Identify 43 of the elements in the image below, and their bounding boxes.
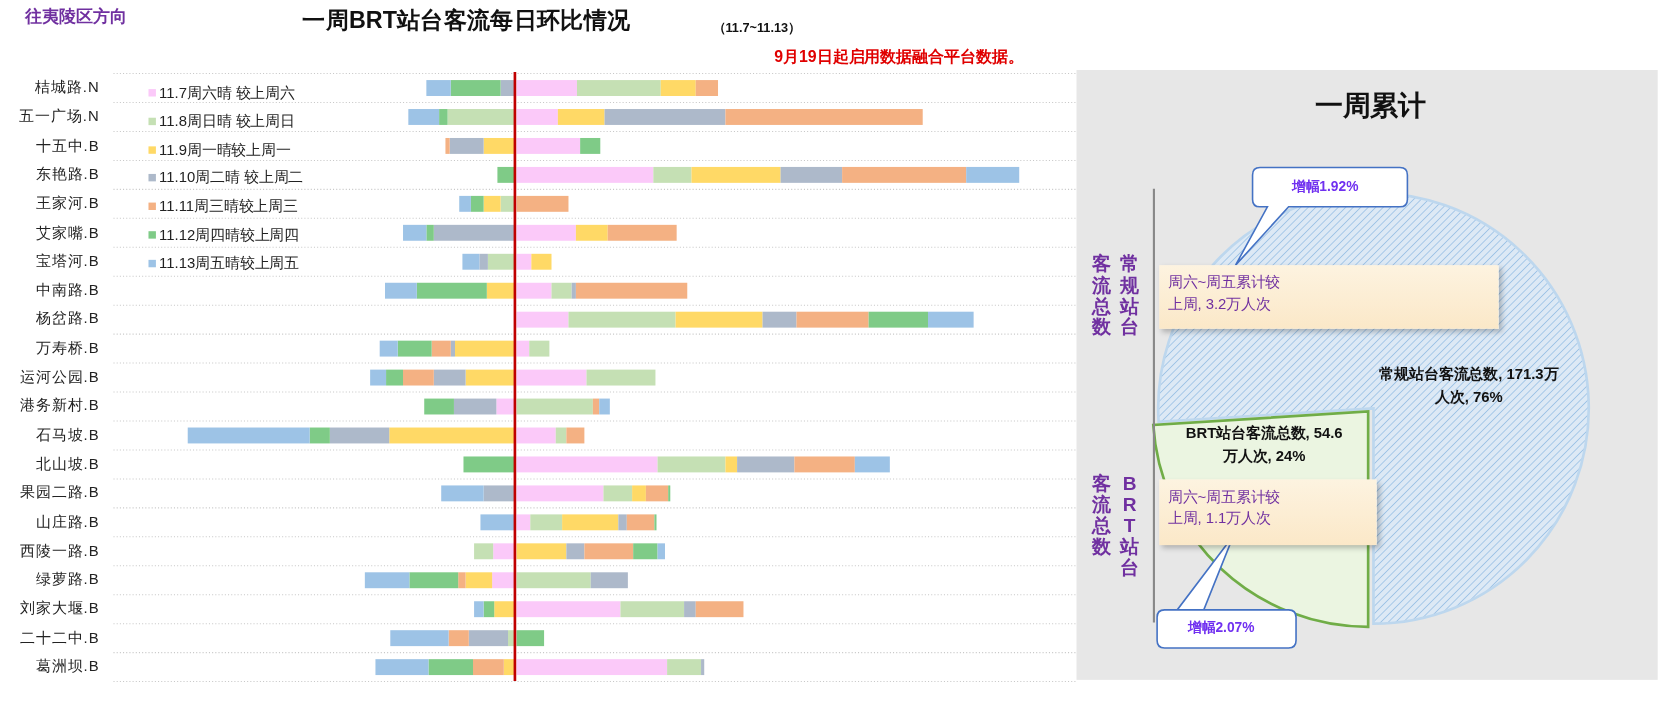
note-box: 周六~周五累计较上周, 3.2万人次	[1159, 265, 1499, 329]
vertical-label: BRT站台	[1120, 474, 1140, 580]
station-label: 山庄路.B	[34, 512, 100, 531]
vertical-label: 常规站台	[1120, 254, 1140, 339]
legend-text: 11.13周五晴较上周五	[159, 254, 300, 273]
station-label: 港务新村.B	[18, 397, 100, 415]
legend-text: 11.11周三晴较上周三	[159, 197, 298, 216]
legend-text: 11.12周四晴较上周四	[159, 225, 300, 244]
callout-text: 增幅2.07%	[1187, 619, 1255, 636]
station-label: 刘家大堰.B	[18, 599, 100, 618]
station-label: 东艳路.B	[34, 165, 100, 184]
station-label: 桔城路.N	[34, 78, 100, 97]
station-label: 绿萝路.B	[34, 570, 100, 589]
date-range-label: （11.7~11.13）	[712, 20, 801, 36]
station-label: 十五中.B	[34, 136, 100, 155]
station-label: 石马坡.B	[34, 425, 100, 444]
chart-title: 一周BRT站台客流每日环比情况	[302, 6, 631, 35]
station-label: 宝塔河.B	[34, 252, 100, 270]
chart-title: 一周累计	[1315, 89, 1426, 123]
note-box: 周六~周五累计较上周, 1.1万人次	[1159, 479, 1377, 546]
legend-text: 11.10周二晴 较上周二	[159, 169, 304, 187]
legend-text: 11.8周日晴 较上周日	[159, 112, 295, 130]
station-label: 西陵一路.B	[18, 541, 100, 560]
legend-text: 11.9周一晴较上周一	[159, 140, 291, 159]
station-label: 果园二路.B	[18, 483, 100, 502]
data-label: 常规站台客流总数, 171.3万人次, 76%	[1378, 363, 1560, 407]
vertical-label: 客流总数	[1092, 254, 1112, 339]
vertical-label: 客流总数	[1092, 474, 1112, 559]
data-label: BRT站台客流总数, 54.6万人次, 24%	[1184, 423, 1344, 467]
callout-text: 增幅1.92%	[1291, 178, 1359, 195]
station-label: 北山坡.B	[34, 454, 100, 473]
note-text: 9月19日起启用数据融合平台数据。	[774, 46, 1024, 66]
direction-label: 往夷陵区方向	[25, 6, 128, 27]
station-label: 万寿桥.B	[34, 339, 100, 357]
station-label: 中南路.B	[34, 281, 100, 299]
legend-text: 11.7周六晴 较上周六	[159, 83, 295, 102]
station-label: 五一广场.N	[18, 107, 100, 126]
station-label: 王家河.B	[34, 194, 100, 213]
station-label: 葛洲坝.B	[34, 657, 100, 676]
station-label: 运河公园.B	[18, 368, 100, 386]
station-label: 艾家嘴.B	[34, 223, 100, 242]
station-label: 二十二中.B	[18, 628, 100, 647]
station-label: 杨岔路.B	[34, 310, 100, 328]
